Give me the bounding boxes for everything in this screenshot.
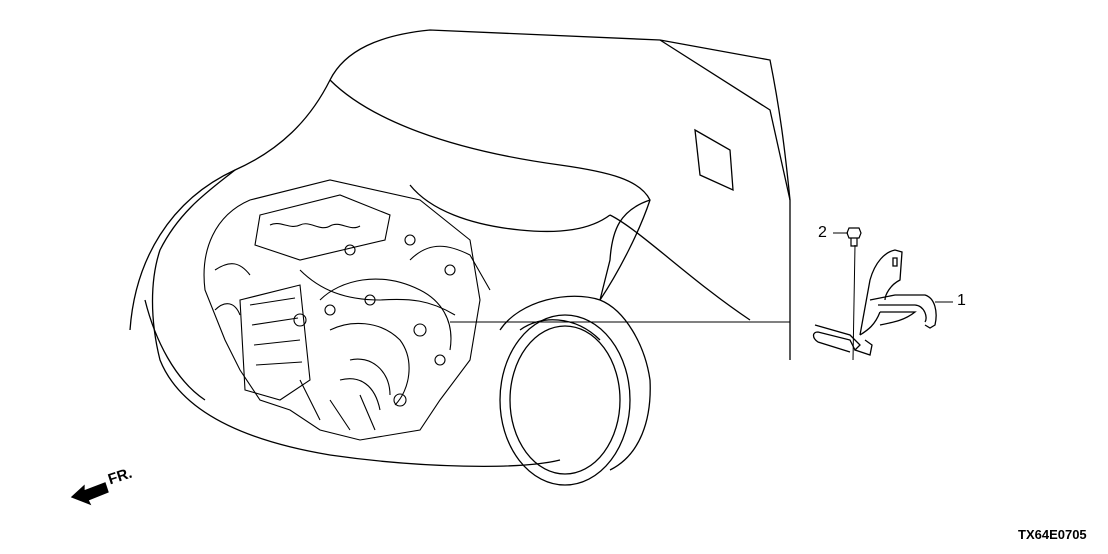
bracket [812, 249, 937, 356]
front-direction-arrow-icon [70, 482, 109, 506]
leader-lines [450, 232, 953, 361]
callout-2: 2 [818, 224, 827, 241]
engine-assembly [203, 179, 491, 441]
front-wheel [499, 314, 631, 486]
bolt [846, 227, 862, 247]
diagram-code: TX64E0705 [1018, 527, 1087, 542]
callout-1: 1 [957, 292, 966, 309]
car-body-outline [129, 29, 791, 471]
